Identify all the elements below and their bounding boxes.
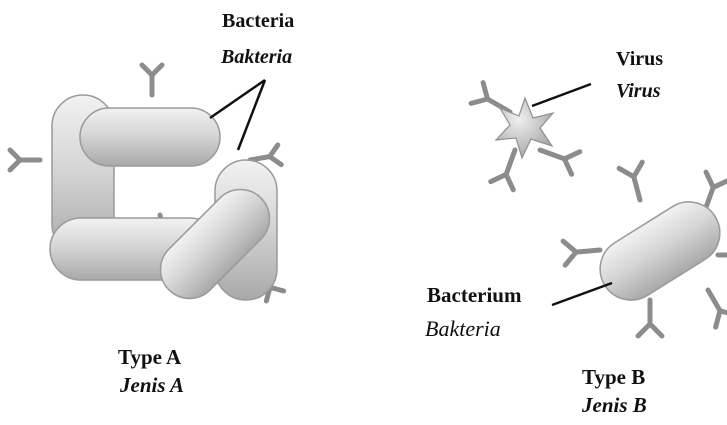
antibody-b5 [698, 284, 727, 327]
virus-pointer-line [532, 84, 591, 106]
virus-label-ms: Virus [616, 80, 660, 103]
type-b-caption-ms: Jenis B [582, 393, 647, 418]
bacterium-pointer-line [552, 283, 612, 305]
antibody-b3 [563, 238, 601, 265]
antibody-a1 [142, 65, 162, 95]
antibody-a2 [10, 150, 40, 170]
type-b-caption-en: Type B [582, 365, 645, 390]
virus-cluster [471, 83, 591, 190]
type-a-caption-en: Type A [118, 345, 181, 370]
type-a-cluster [10, 65, 284, 310]
bacterium-label-ms: Bakteria [425, 316, 501, 342]
bacterium-label-en: Bacterium [427, 283, 521, 308]
bacteria-label-en: Bacteria [222, 10, 294, 33]
bacteria-label-ms: Bakteria [221, 46, 292, 69]
antibody-b6 [718, 246, 727, 264]
antibody-v2 [536, 139, 580, 175]
bacterium-b-capsule [588, 190, 727, 311]
antibody-b4 [638, 300, 662, 336]
antibody-b1 [619, 162, 651, 203]
virus-label-en: Virus [616, 48, 663, 71]
bacterium-capsule-top [80, 108, 220, 166]
type-a-caption-ms: Jenis A [120, 373, 184, 398]
bacterium-b-cluster [552, 162, 727, 336]
